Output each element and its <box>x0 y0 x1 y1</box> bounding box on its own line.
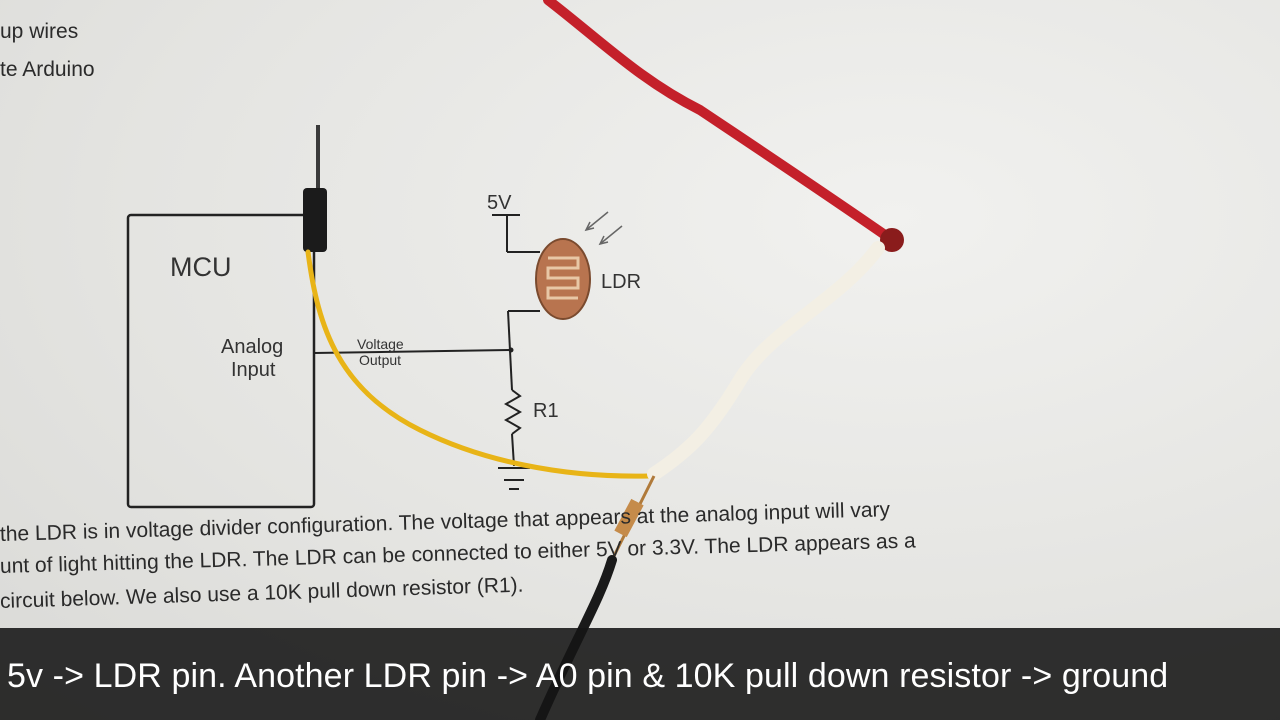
ldr-component-head <box>880 228 904 252</box>
ldr-label: LDR <box>601 271 641 293</box>
dupont-connector <box>303 188 327 252</box>
mcu-label: MCU <box>170 252 232 282</box>
resistor-r1 <box>503 389 523 435</box>
pull-down-resistor <box>610 475 656 561</box>
analog-input-label: Analog <box>221 336 283 358</box>
white-insulated-wire <box>647 241 885 481</box>
screen-text-line: te Arduino <box>0 58 95 81</box>
ldr-symbol <box>535 238 591 320</box>
mcu-box <box>126 213 316 509</box>
supply-label: 5V <box>487 192 512 214</box>
yellow-jumper-wire <box>305 249 653 479</box>
screen-text-line: up wires <box>0 20 79 43</box>
resistor-label: R1 <box>533 400 559 422</box>
ground-icon <box>498 467 530 490</box>
voltage-output-line <box>313 349 513 354</box>
video-caption: 5v -> LDR pin. Another LDR pin -> A0 pin… <box>7 657 1169 695</box>
analog-input-label: Input <box>231 359 276 381</box>
red-jumper-wire <box>543 0 890 240</box>
light-arrows-icon <box>584 211 623 246</box>
junction-dot <box>508 347 514 353</box>
caption-bar <box>0 628 1280 720</box>
voltage-output-label: Voltage <box>357 336 404 352</box>
voltage-output-label: Output <box>359 352 401 368</box>
